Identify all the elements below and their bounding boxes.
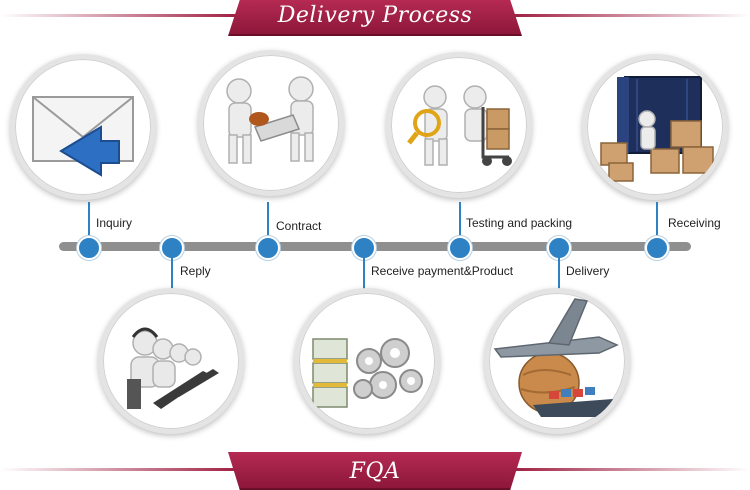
footer-rule-left — [0, 468, 240, 471]
step-delivery-image — [484, 288, 630, 434]
call-center-icon — [127, 327, 219, 409]
step-receiving-image — [582, 54, 728, 200]
inspection-packing-icon — [407, 85, 512, 166]
step-label-testing-packing: Testing and packing — [466, 216, 573, 230]
airplane-ship-globe-icon — [493, 298, 619, 417]
step-reply-image — [98, 288, 244, 434]
step-receive-payment-image — [294, 288, 440, 434]
envelope-reply-icon — [32, 96, 134, 177]
handshake-contract-icon — [226, 76, 314, 164]
step-contract-image — [198, 50, 344, 196]
stem-reply — [171, 256, 173, 294]
footer-rule-right — [510, 468, 750, 471]
node-receiving — [645, 236, 669, 260]
step-label-receiving: Receiving — [668, 216, 721, 230]
money-gears-icon — [312, 338, 423, 408]
step-label-inquiry: Inquiry — [96, 216, 133, 230]
step-label-contract: Contract — [276, 219, 322, 233]
step-label-receive-payment: Receive payment&Product — [371, 264, 514, 278]
step-label-reply: Reply — [180, 264, 211, 278]
stem-receive-payment — [363, 256, 365, 292]
stem-testing-packing — [459, 202, 461, 242]
step-label-delivery: Delivery — [566, 264, 610, 278]
stem-receiving — [656, 202, 658, 242]
page-title: Delivery Process — [277, 3, 473, 28]
footer-ribbon: FQA — [228, 452, 522, 490]
header-banner: Delivery Process — [0, 0, 750, 40]
header-ribbon: Delivery Process — [228, 0, 522, 36]
stem-contract — [267, 202, 269, 242]
node-inquiry — [77, 236, 101, 260]
stem-delivery — [558, 256, 560, 292]
node-contract — [256, 236, 280, 260]
step-testing-packing-image — [386, 52, 532, 198]
footer-title: FQA — [349, 459, 401, 484]
stem-inquiry — [88, 202, 90, 242]
header-rule-left — [0, 14, 240, 17]
container-boxes-icon — [600, 76, 714, 182]
node-testing-packing — [448, 236, 472, 260]
footer-banner: FQA — [0, 448, 750, 490]
step-inquiry-image — [10, 54, 156, 200]
header-rule-right — [510, 14, 750, 17]
